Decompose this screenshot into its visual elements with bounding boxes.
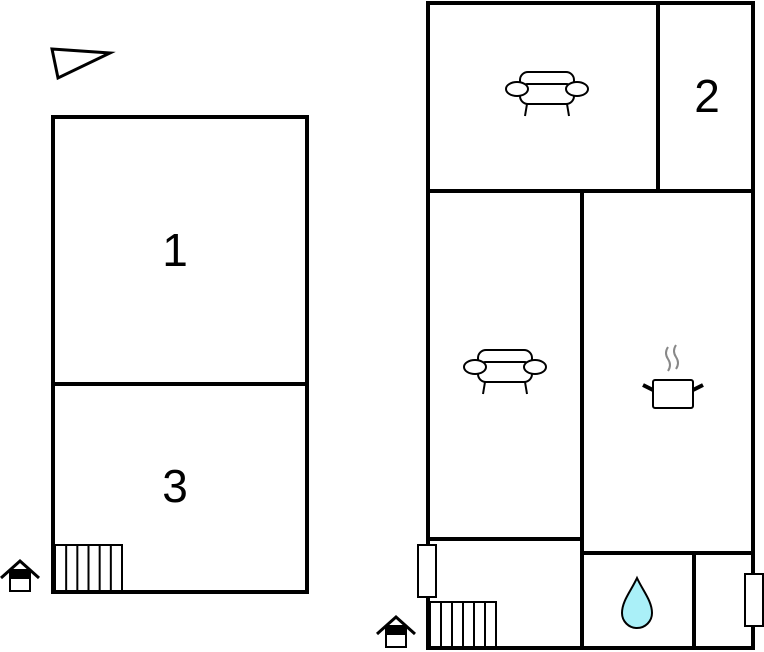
left-floor: 13: [0, 115, 309, 594]
room-number-label: 2: [694, 70, 720, 122]
exterior-wall: [51, 115, 309, 594]
entrance-icon: [0, 558, 41, 592]
bathroom-water-drop-icon: [620, 575, 654, 629]
window-icon: [744, 573, 764, 627]
kitchen-pot-icon: [642, 344, 704, 409]
stairs-icon: [54, 544, 123, 592]
room-number-label: 1: [162, 224, 188, 276]
living-room-sofa-icon: [505, 71, 589, 117]
stairs-icon: [429, 601, 497, 648]
entrance-icon: [375, 614, 417, 648]
exterior-wall: [426, 1, 755, 650]
north-arrow-icon: [50, 47, 116, 81]
room-number-label: 3: [162, 460, 188, 512]
living-room-sofa-icon: [463, 349, 547, 395]
right-floor: 2: [375, 1, 764, 650]
window-icon: [417, 544, 437, 598]
